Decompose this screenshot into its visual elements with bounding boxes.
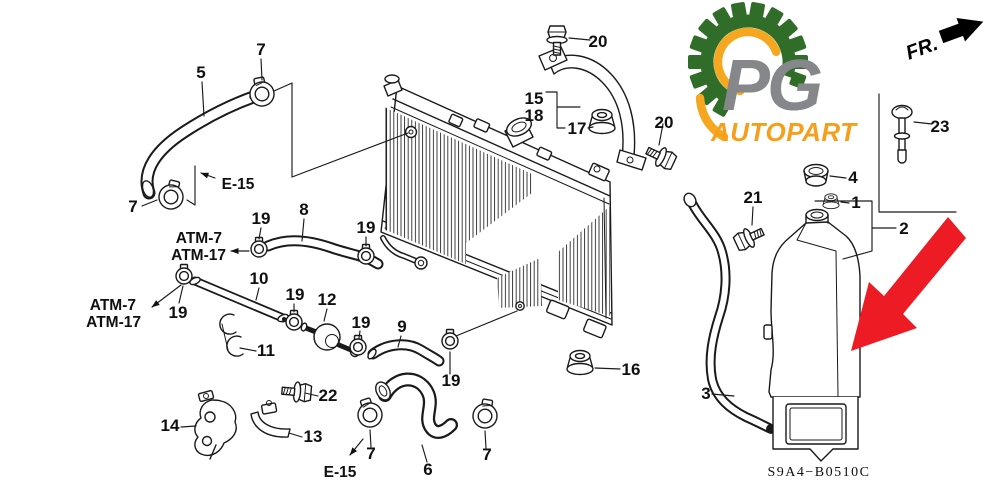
part-label-3: 3 xyxy=(701,384,710,403)
joint-12 xyxy=(300,322,361,358)
leader-line xyxy=(829,175,847,179)
bracket-line-23 xyxy=(878,93,957,213)
leader-line xyxy=(711,393,735,397)
leader-line xyxy=(141,199,158,207)
part-label-7: 7 xyxy=(128,197,137,216)
part-label-13: 13 xyxy=(304,427,323,446)
part-label-14: 14 xyxy=(161,416,180,435)
part-label-23: 23 xyxy=(931,117,950,136)
fr-arrowhead-icon xyxy=(956,18,984,42)
part-label-18: 18 xyxy=(525,106,544,125)
part-label-2: 2 xyxy=(899,219,908,238)
leader-lines xyxy=(141,37,957,463)
leader-line xyxy=(288,432,303,438)
part-label-7: 7 xyxy=(482,445,491,464)
leader-line xyxy=(840,201,850,204)
leader-line xyxy=(397,335,402,348)
part-label-15: 15 xyxy=(525,89,544,108)
drawing-code: S9A4−B0510C xyxy=(768,465,871,480)
part-label-19: 19 xyxy=(169,303,188,322)
part-label-21: 21 xyxy=(744,188,763,207)
leader-line xyxy=(913,121,933,125)
atm-hose-9 xyxy=(367,339,445,367)
leader-line xyxy=(658,123,664,146)
e15-arrow xyxy=(349,438,364,456)
part-label-19: 19 xyxy=(352,313,371,332)
leader-line xyxy=(180,425,197,428)
part-label-6: 6 xyxy=(423,460,432,479)
pg-autopart-logo: PG AUTOPART xyxy=(688,2,858,147)
leader-line xyxy=(369,429,372,448)
part-label-7: 7 xyxy=(256,40,265,59)
part-label-22: 22 xyxy=(319,386,338,405)
part-label-20: 20 xyxy=(589,32,608,51)
tank-neck xyxy=(805,208,829,222)
leader-line xyxy=(323,308,328,322)
ref-label-E-15: E-15 xyxy=(324,464,357,481)
part-label-19: 19 xyxy=(252,209,271,228)
ref-label-ATM-7: ATM-7 xyxy=(176,230,222,247)
part-label-17: 17 xyxy=(568,119,587,138)
part-label-9: 9 xyxy=(397,317,406,336)
hose-stay-13 xyxy=(250,400,291,438)
leader-line xyxy=(751,206,754,226)
leader-line xyxy=(421,444,428,463)
part-label-16: 16 xyxy=(622,360,641,379)
leader-line xyxy=(455,310,518,337)
part-label-20: 20 xyxy=(655,113,674,132)
part-label-19: 19 xyxy=(286,285,305,304)
tank-cap-4 xyxy=(803,163,829,187)
fr-direction-arrow xyxy=(938,22,965,44)
part-label-5: 5 xyxy=(196,63,205,82)
part-label-1: 1 xyxy=(851,193,860,212)
part-label-10: 10 xyxy=(250,269,269,288)
ref-label-ATM-17: ATM-17 xyxy=(86,314,141,331)
tube-clip-11 xyxy=(219,313,244,357)
leader-line xyxy=(239,347,257,352)
dipstick-23 xyxy=(891,104,913,164)
brand-text: PG xyxy=(722,46,821,126)
part-label-11: 11 xyxy=(257,341,275,360)
highlight-arrow xyxy=(851,217,966,351)
ref-label-ATM-17: ATM-17 xyxy=(171,247,226,264)
leader-line xyxy=(484,430,487,449)
leader-line xyxy=(258,227,262,240)
bracket-14 xyxy=(194,389,237,460)
leader-line xyxy=(255,287,260,301)
lower-radiator-hose-6 xyxy=(375,372,458,439)
radiator-core xyxy=(380,74,613,339)
part-label-7: 7 xyxy=(366,444,375,463)
leader-line xyxy=(201,81,205,117)
upper-radiator-hose-5 xyxy=(140,89,263,200)
reserve-tank-2 xyxy=(763,208,861,462)
bracket-line-2 xyxy=(814,200,897,260)
ref-label-ATM-7: ATM-7 xyxy=(90,297,136,314)
atm-arrow xyxy=(151,284,182,308)
leader-line xyxy=(358,330,361,339)
leader-line xyxy=(304,392,319,397)
part-label-8: 8 xyxy=(299,200,308,219)
leader-line xyxy=(186,165,196,206)
gear-icon xyxy=(688,2,808,142)
atm-pipe-10 xyxy=(189,276,294,325)
leader-line xyxy=(178,285,184,304)
ref-label-E-15: E-15 xyxy=(222,176,255,193)
leader-line xyxy=(260,58,263,81)
part-label-4: 4 xyxy=(848,168,858,187)
part-label-12: 12 xyxy=(318,290,337,309)
brand-sub-text: AUTOPART xyxy=(710,117,858,147)
part-label-19: 19 xyxy=(442,371,461,390)
fr-direction: FR. xyxy=(903,18,984,65)
e15-arrow xyxy=(200,172,216,179)
bracket-line-15-18 xyxy=(545,91,581,129)
leader-line xyxy=(587,126,594,129)
leader-line xyxy=(594,367,621,370)
leader-line xyxy=(273,82,409,178)
leader-line xyxy=(301,218,305,242)
part-label-19: 19 xyxy=(357,218,376,237)
leader-line xyxy=(568,37,591,41)
